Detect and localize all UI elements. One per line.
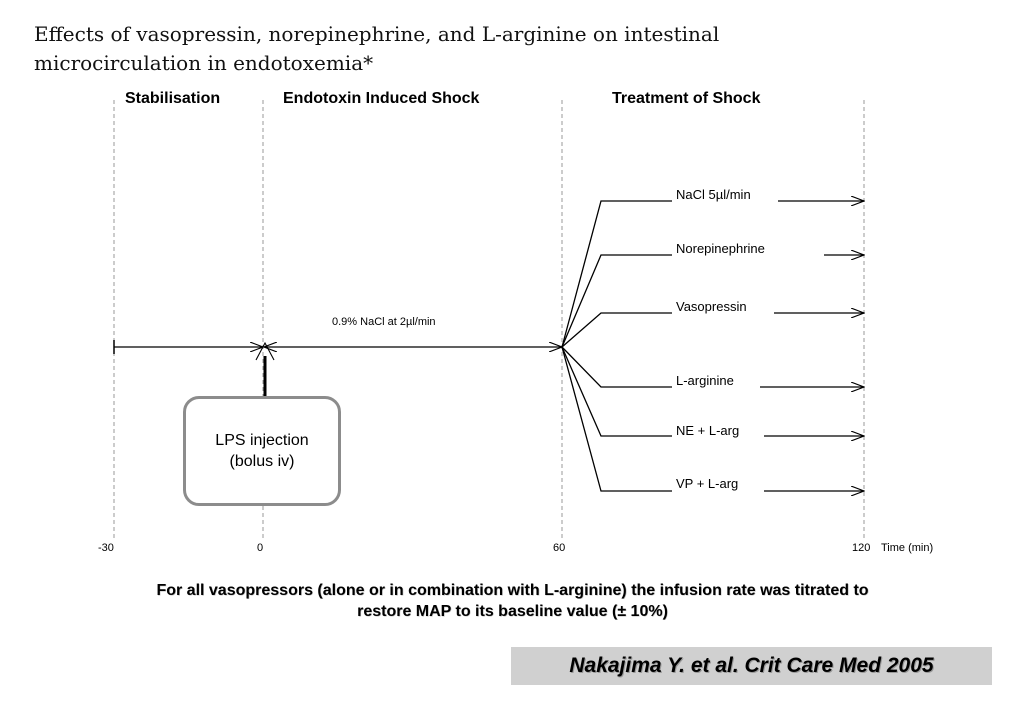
- lps-injection-box: LPS injection (bolus iv): [183, 396, 341, 506]
- fan-branch-ne-l-arg: [561, 346, 672, 437]
- treatment-label-l-arginine: L-arginine: [674, 373, 736, 388]
- treatment-label-ne-l-arg: NE + L-arg: [674, 423, 742, 438]
- phase-treatment: Treatment of Shock: [612, 90, 761, 107]
- tick-label-minus-30: -30: [98, 542, 114, 554]
- tick-label-0: 0: [257, 542, 264, 554]
- titration-note: For all vasopressors (alone or in combin…: [156, 582, 869, 620]
- fan-branch-nacl: [561, 200, 672, 348]
- slide-title: Effects of vasopressin, norepinephrine, …: [34, 20, 734, 78]
- lps-line-1: LPS injection: [215, 432, 309, 449]
- treatment-label-norepinephrine: Norepinephrine: [674, 241, 767, 256]
- tick-label-120: 120: [852, 542, 871, 554]
- treatment-arrows: [760, 201, 864, 491]
- fan-branch-vp-l-arg: [561, 346, 672, 492]
- treatment-label-nacl: NaCl 5µl/min: [674, 187, 753, 202]
- title-line-1: Effects of vasopressin, norepinephrine, …: [34, 22, 720, 46]
- time-unit-label: Time (min): [881, 542, 934, 554]
- lps-arrow-head: [255, 341, 275, 361]
- citation-text: Nakajima Y. et al. Crit Care Med 2005: [569, 654, 934, 677]
- treatment-label-vp-l-arg: VP + L-arg: [674, 476, 741, 491]
- infusion-label: 0.9% NaCl at 2µl/min: [332, 316, 436, 328]
- fan-branch-norepinephrine: [561, 254, 672, 348]
- title-line-2: microcirculation in endotoxemia*: [34, 51, 374, 75]
- phase-shock: Endotoxin Induced Shock: [283, 90, 480, 107]
- phase-stabilisation: Stabilisation: [125, 90, 221, 107]
- treatment-label-vasopressin: Vasopressin: [674, 299, 749, 314]
- fan-branch-vasopressin: [561, 312, 672, 348]
- citation-box: Nakajima Y. et al. Crit Care Med 2005: [511, 647, 992, 685]
- lps-line-2: (bolus iv): [229, 453, 295, 470]
- treatment-fan: [561, 200, 672, 492]
- fan-branch-l-arginine: [561, 346, 672, 388]
- tick-label-60: 60: [553, 542, 566, 554]
